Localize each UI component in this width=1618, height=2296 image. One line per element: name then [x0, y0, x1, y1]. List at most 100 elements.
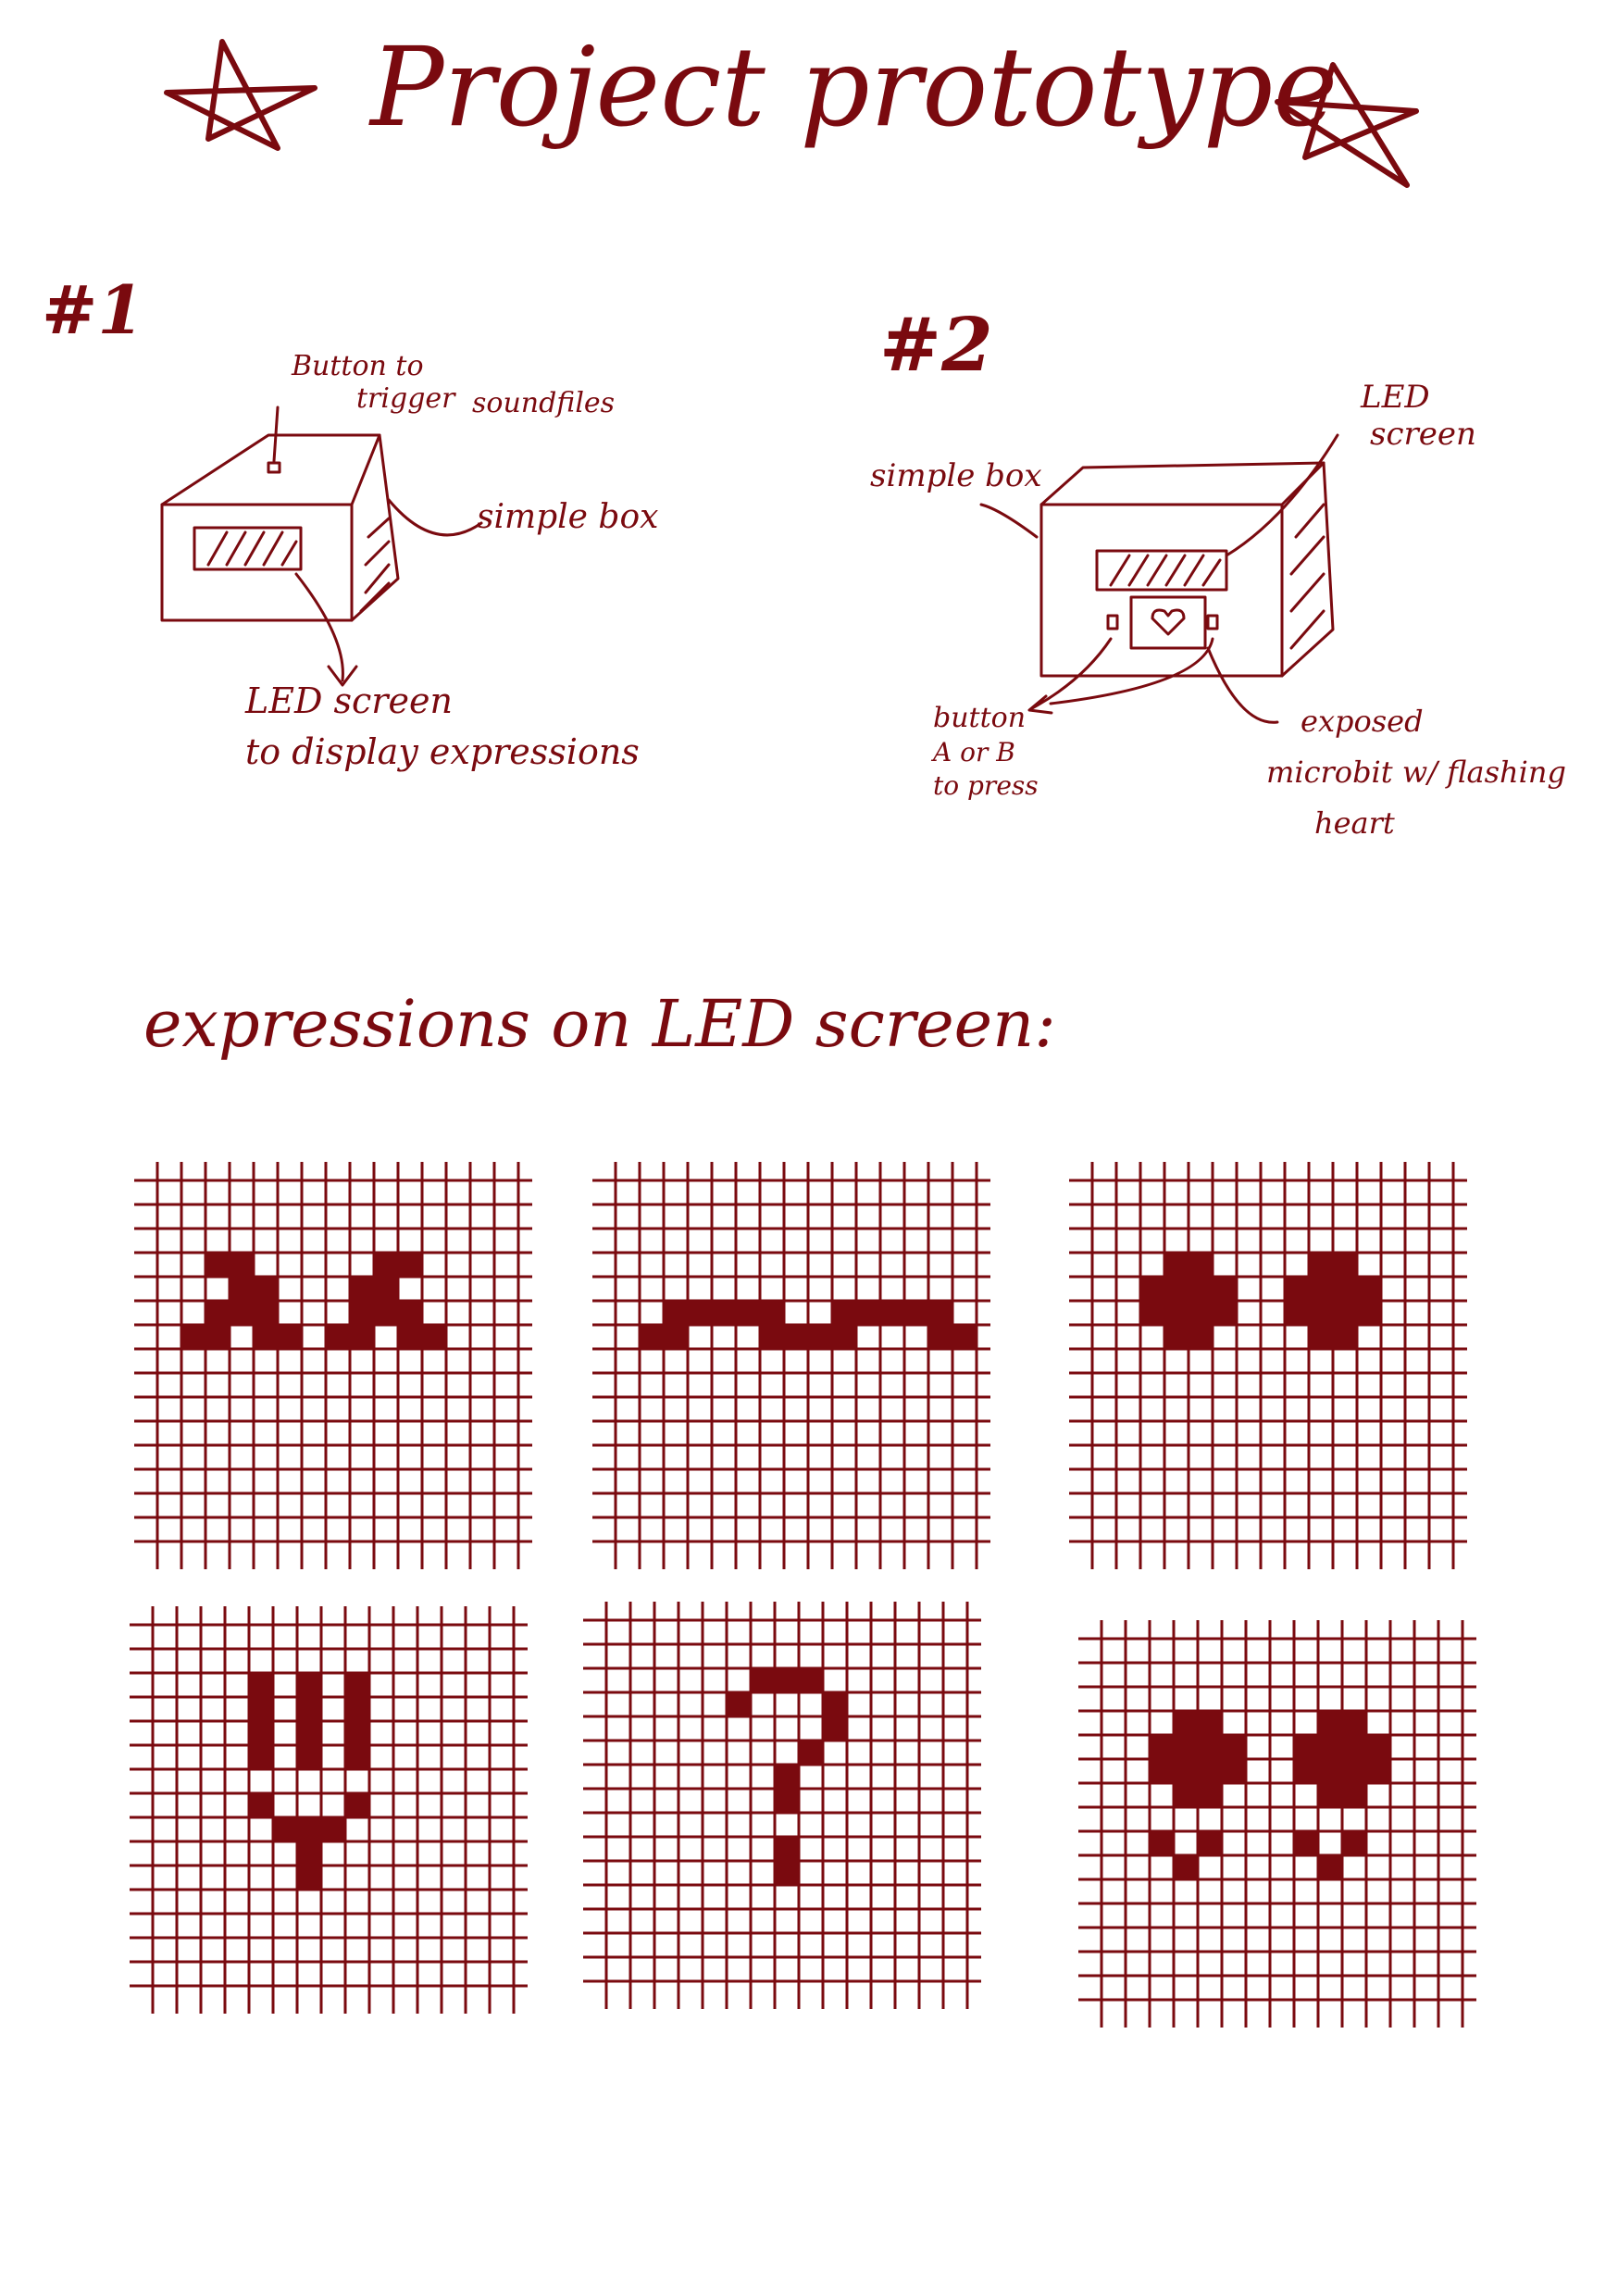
led-pixel — [205, 1253, 230, 1278]
led-pixel — [1333, 1277, 1358, 1302]
led-pixel — [1140, 1277, 1165, 1302]
led-panel-shocked-face — [130, 1606, 528, 2014]
page-title: Project prototype — [368, 23, 1338, 151]
prototype-1-number: #1 — [42, 270, 143, 349]
led-pixel — [823, 1692, 848, 1717]
led-pixel — [398, 1325, 423, 1350]
led-pixel — [1294, 1759, 1319, 1784]
led-pixel — [784, 1325, 809, 1350]
prototype-1-box-sketch — [160, 406, 483, 687]
led-pixel — [249, 1697, 274, 1722]
led-pixel — [1174, 1759, 1199, 1784]
led-panel-sleepy-face — [592, 1162, 990, 1569]
led-pixel — [1342, 1783, 1367, 1808]
led-pixel — [297, 1866, 322, 1890]
prototype-2-note-button-2: A or B — [930, 737, 1015, 767]
led-pixel — [1140, 1301, 1165, 1326]
led-pixel — [205, 1301, 230, 1326]
led-pixel — [1318, 1759, 1343, 1784]
led-pixel — [181, 1325, 206, 1350]
led-pixel — [1342, 1735, 1367, 1760]
led-pixel — [345, 1793, 370, 1818]
led-pixel — [345, 1697, 370, 1722]
led-pixel — [799, 1668, 824, 1693]
led-pixel — [1294, 1831, 1319, 1856]
led-pixel — [374, 1253, 399, 1278]
led-pixel — [374, 1277, 399, 1302]
prototype-2-note-led-1: LED — [1360, 379, 1430, 416]
star-icon-left — [164, 39, 317, 151]
prototype-2-number: #2 — [879, 301, 993, 388]
led-pixel — [928, 1325, 953, 1350]
led-pixel — [1366, 1735, 1391, 1760]
prototype-1-note-button-3: soundfiles — [472, 387, 615, 419]
led-pixel — [1164, 1277, 1189, 1302]
led-pixel — [326, 1325, 351, 1350]
prototype-2-note-microbit-2: microbit w/ flashing — [1266, 755, 1566, 790]
led-pixel — [928, 1301, 953, 1326]
led-pixel — [1285, 1277, 1310, 1302]
led-pixel — [1222, 1735, 1247, 1760]
led-pixel — [345, 1721, 370, 1746]
led-pixel — [1150, 1759, 1175, 1784]
led-pixel — [1333, 1253, 1358, 1278]
prototype-2-note-microbit-1: exposed — [1301, 704, 1424, 739]
led-panel-crying-face — [1078, 1620, 1476, 2028]
led-pixel — [249, 1673, 274, 1698]
led-pixel — [249, 1721, 274, 1746]
led-pixel — [1285, 1301, 1310, 1326]
led-pixel — [952, 1325, 977, 1350]
led-pixel — [775, 1765, 800, 1790]
led-pixel — [1318, 1735, 1343, 1760]
led-pixel — [345, 1673, 370, 1698]
led-pixel — [1309, 1301, 1334, 1326]
prototype-2-note-button-1: button — [933, 702, 1026, 734]
prototype-2-note-box: simple box — [870, 457, 1042, 494]
led-panel-wide-eyes-face — [1069, 1162, 1467, 1569]
led-pixel — [374, 1301, 399, 1326]
led-pixel — [1198, 1759, 1223, 1784]
led-pixel — [1213, 1277, 1238, 1302]
led-pixel — [230, 1301, 255, 1326]
led-pixel — [1342, 1711, 1367, 1736]
led-pixel — [1198, 1711, 1223, 1736]
led-pixel — [775, 1861, 800, 1886]
led-pixel — [1198, 1831, 1223, 1856]
led-pixel — [832, 1301, 857, 1326]
led-pixel — [1318, 1711, 1343, 1736]
led-pixel — [1309, 1325, 1334, 1350]
led-pixel — [1318, 1783, 1343, 1808]
led-pixel — [278, 1325, 303, 1350]
led-pixel — [249, 1745, 274, 1770]
led-panel-angry-face — [134, 1162, 532, 1569]
led-pixel — [1342, 1759, 1367, 1784]
led-panel-question-mark — [583, 1602, 981, 2009]
star-icon-right — [1275, 62, 1419, 188]
led-pixel — [775, 1668, 800, 1693]
led-pixel — [760, 1325, 785, 1350]
led-pixel — [1309, 1277, 1334, 1302]
prototype-1-note-button-1: Button to — [291, 350, 424, 382]
led-pixel — [736, 1301, 761, 1326]
led-pixel — [1174, 1855, 1199, 1880]
led-pixel — [398, 1253, 423, 1278]
led-pixel — [1164, 1253, 1189, 1278]
led-pixel — [1189, 1253, 1214, 1278]
led-pixel — [712, 1301, 737, 1326]
led-pixel — [297, 1841, 322, 1866]
led-pixel — [1318, 1855, 1343, 1880]
led-pixel — [254, 1325, 279, 1350]
led-pixel — [1198, 1735, 1223, 1760]
led-pixel — [904, 1301, 929, 1326]
led-pixel — [321, 1817, 346, 1842]
led-pixel — [1164, 1301, 1189, 1326]
led-pixel — [775, 1837, 800, 1862]
led-pixel — [760, 1301, 785, 1326]
led-pixel — [1198, 1783, 1223, 1808]
led-pixel — [1333, 1325, 1358, 1350]
led-pixel — [398, 1301, 423, 1326]
led-pixel — [297, 1721, 322, 1746]
prototype-1-note-button-2: trigger — [356, 382, 456, 415]
led-pixel — [422, 1325, 447, 1350]
led-pixel — [273, 1817, 298, 1842]
